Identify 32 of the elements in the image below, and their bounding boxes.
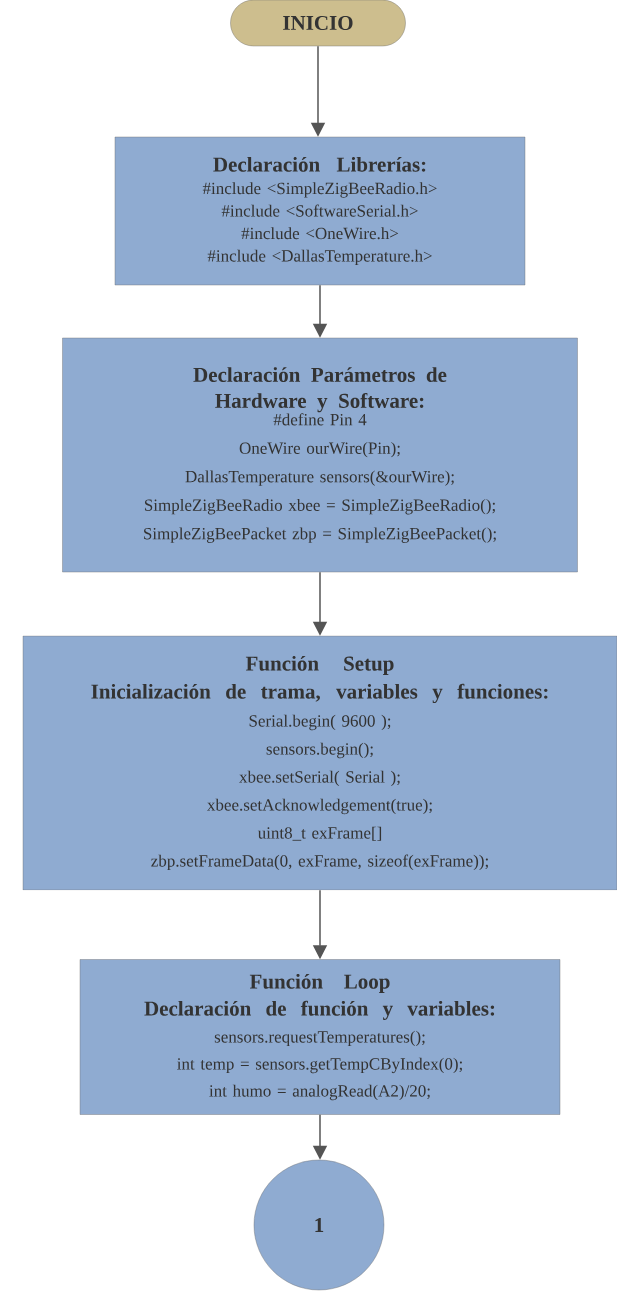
connector-circle xyxy=(253,1159,385,1291)
code-line: Serial.begin( 9600 ); xyxy=(249,714,391,731)
code-line: #include <DallasTemperature.h> xyxy=(207,249,432,266)
heading: INICIO xyxy=(283,15,353,31)
code-line: xbee.setAcknowledgement(true); xyxy=(207,798,432,815)
heading: Función Loop xyxy=(249,973,390,993)
heading: Declaración Parámetros de Hardware y Software: xyxy=(193,367,447,413)
code-line: SimpleZigBeePacket zbp = SimpleZigBeePacket(); xyxy=(144,527,496,543)
process-box xyxy=(62,337,578,573)
process-box xyxy=(22,635,617,891)
heading: Declaración de función y variables: xyxy=(144,1000,495,1020)
code-line: sensors.begin(); xyxy=(266,742,373,759)
code-line: int humo = analogRead(A2)/20; xyxy=(209,1084,430,1101)
code-line: xbee.setSerial( Serial ); xyxy=(239,770,400,787)
code-line: int temp = sensors.getTempCByIndex(0); xyxy=(177,1057,462,1074)
heading: Inicialización de trama, variables y funciones: xyxy=(91,683,548,704)
code-line: #define Pin 4 xyxy=(273,413,367,426)
code-line: #include <SimpleZigBeeRadio.h> xyxy=(202,182,437,198)
heading: Función Setup xyxy=(245,655,394,675)
code-line: #include <OneWire.h> xyxy=(241,227,399,240)
terminal-box xyxy=(230,0,406,47)
code-line: DallasTemperature sensors(&ourWire); xyxy=(185,470,454,486)
code-line: OneWire ourWire(Pin); xyxy=(239,441,400,458)
process-box xyxy=(114,136,526,286)
heading: Declaración Librerías: xyxy=(213,156,426,172)
process-box xyxy=(79,959,561,1115)
code-line: SimpleZigBeeRadio xbee = SimpleZigBeeRadio(); xyxy=(144,498,495,515)
code-line: zbp.setFrameData(0, exFrame, sizeof(exFrame)); xyxy=(151,854,488,871)
heading: 1 xyxy=(315,1218,324,1232)
code-line: sensors.requestTemperatures(); xyxy=(214,1030,425,1047)
code-line: #include <SoftwareSerial.h> xyxy=(221,204,418,217)
code-line: uint8_t exFrame[] xyxy=(257,826,382,841)
